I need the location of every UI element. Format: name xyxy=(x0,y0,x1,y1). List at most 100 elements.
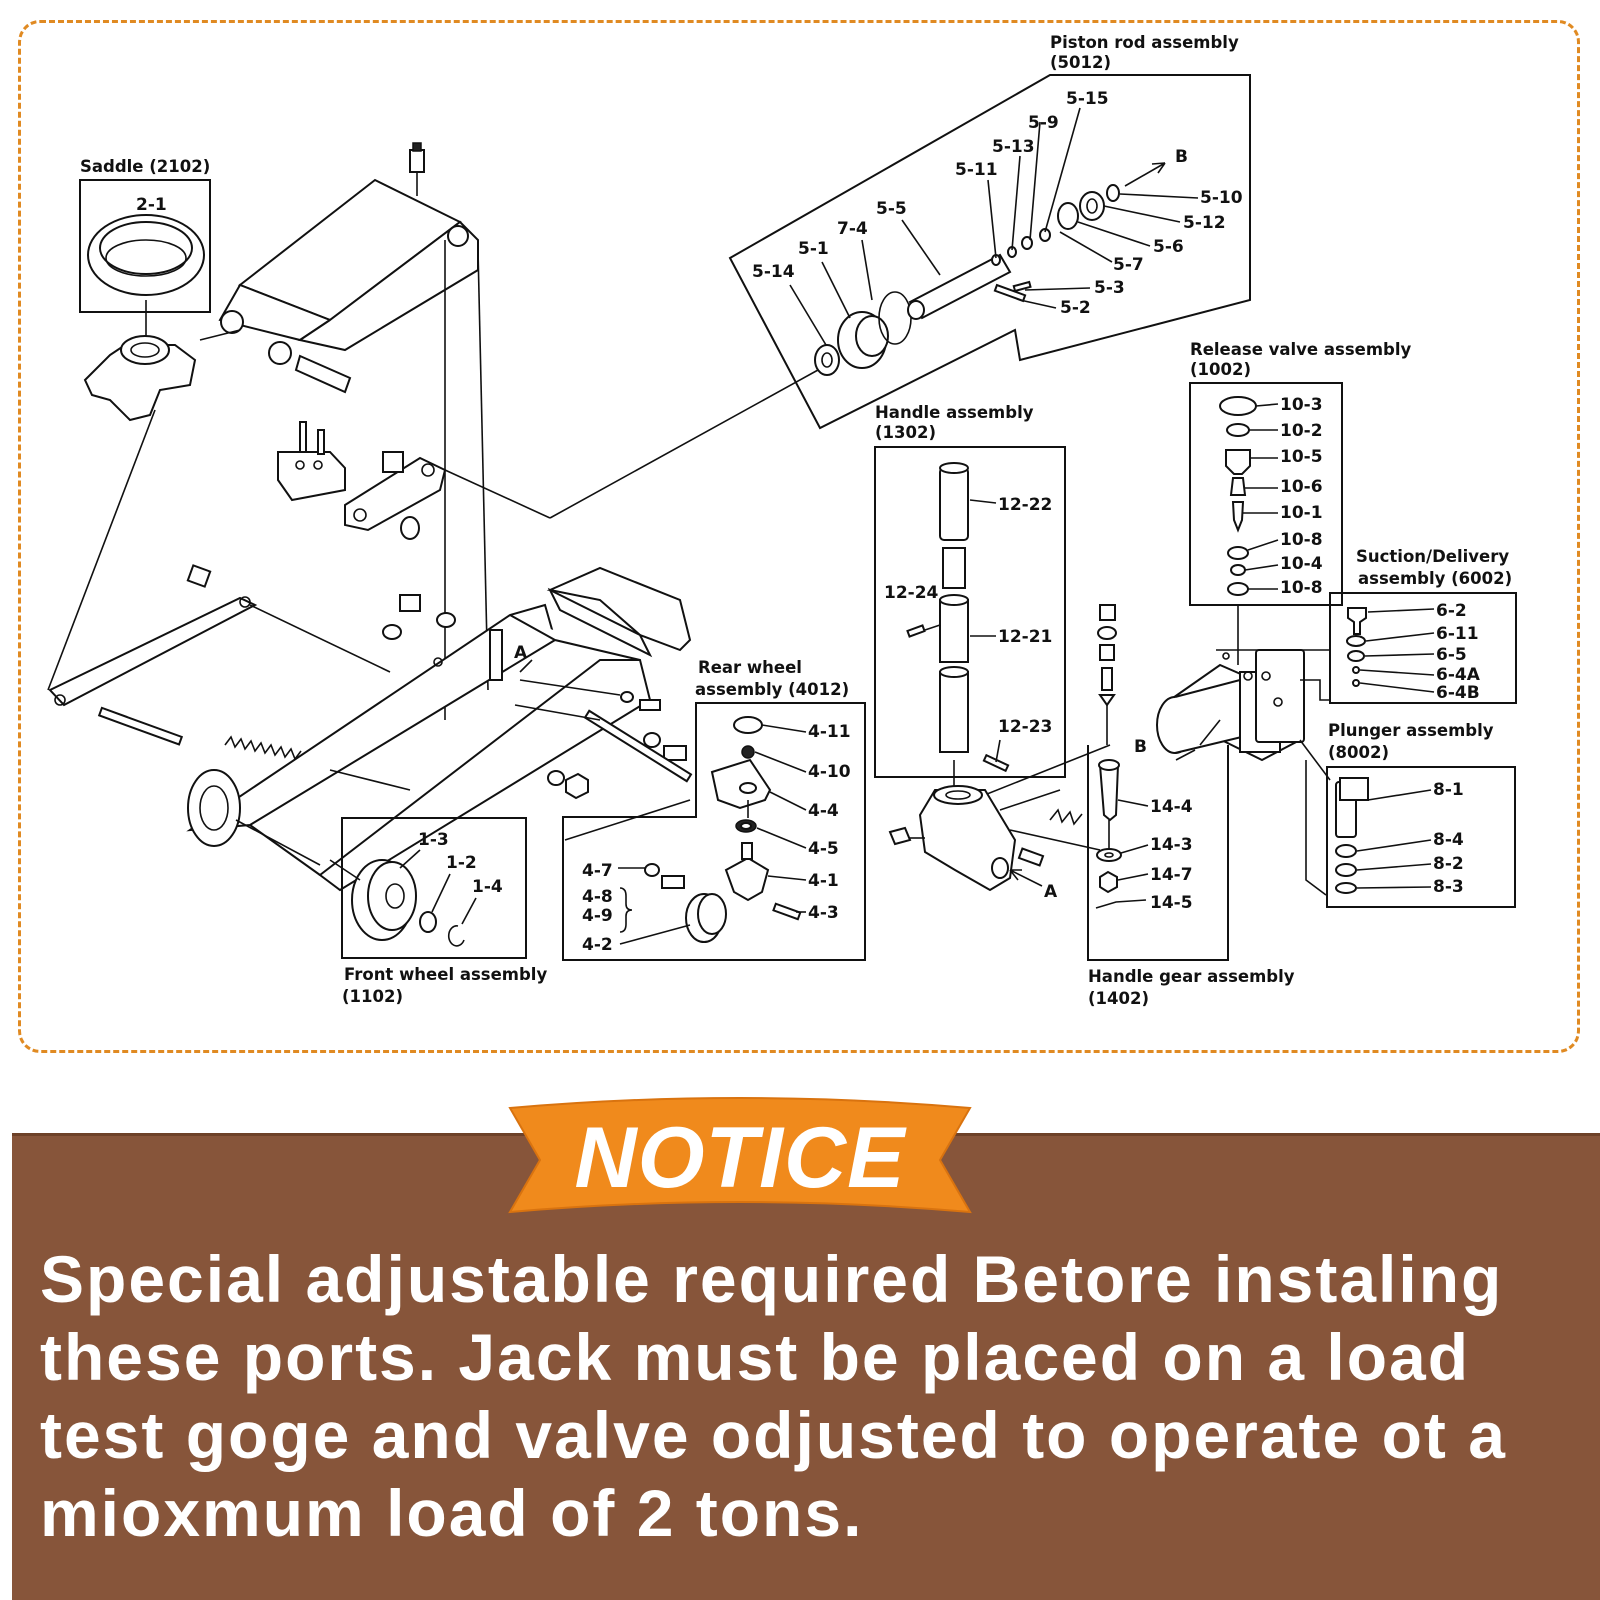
release-title-line1: Release valve assembly xyxy=(1190,340,1411,359)
front-title-line2: (1102) xyxy=(342,987,403,1006)
part-4-8: 4-8 xyxy=(582,887,613,907)
piston-title-line2: (5012) xyxy=(1050,53,1111,72)
notice-message: Special adjustable required Betore insta… xyxy=(40,1242,1507,1550)
part-8-2: 8-2 xyxy=(1433,854,1464,874)
part-5-7: 5-7 xyxy=(1113,255,1144,275)
return-spring xyxy=(224,735,302,761)
part-10-5: 10-5 xyxy=(1280,447,1323,467)
piston-parts xyxy=(814,184,1120,376)
notice-title: NOTICE xyxy=(574,1109,906,1206)
part-6-2: 6-2 xyxy=(1436,601,1467,621)
part-5-1: 5-1 xyxy=(798,239,829,259)
plunger-title-line1: Plunger assembly xyxy=(1328,721,1494,740)
pump-unit xyxy=(1156,649,1305,762)
part-6-4b: 6-4B xyxy=(1436,683,1480,703)
part-10-1: 10-1 xyxy=(1280,503,1323,523)
part-5-6: 5-6 xyxy=(1153,237,1184,257)
plunger-box xyxy=(1326,766,1516,908)
handle-box xyxy=(874,446,1066,778)
part-14-3: 14-3 xyxy=(1150,835,1193,855)
part-5-11: 5-11 xyxy=(955,160,998,180)
part-8-3: 8-3 xyxy=(1433,877,1464,897)
frame-bolts xyxy=(382,594,693,800)
rear-title-line1: Rear wheel xyxy=(698,658,802,677)
part-14-7: 14-7 xyxy=(1150,865,1193,885)
marker-a-frame: A xyxy=(514,643,528,663)
plunger-title-line2: (8002) xyxy=(1328,743,1389,762)
handle-parts xyxy=(906,462,1010,773)
part-4-7: 4-7 xyxy=(582,861,613,881)
exploded-parts-diagram: Saddle (2102) 2-1 xyxy=(47,33,1517,1008)
part-1-3: 1-3 xyxy=(418,830,449,850)
part-10-4: 10-4 xyxy=(1280,554,1323,574)
part-12-21: 12-21 xyxy=(998,627,1052,647)
handle-gear-parts xyxy=(1095,759,1147,909)
part-1-4: 1-4 xyxy=(472,877,503,897)
front-wheel-box xyxy=(341,817,527,959)
part-12-22: 12-22 xyxy=(998,495,1052,515)
part-5-9: 5-9 xyxy=(1028,113,1059,133)
part-12-24: 12-24 xyxy=(884,583,939,603)
grease-fitting xyxy=(409,142,425,196)
part-12-23: 12-23 xyxy=(998,717,1052,737)
part-5-2: 5-2 xyxy=(1060,298,1091,318)
saddle-box xyxy=(79,179,211,313)
handle-title-line2: (1302) xyxy=(875,423,936,442)
part-8-1: 8-1 xyxy=(1433,780,1464,800)
part-5-15: 5-15 xyxy=(1066,89,1109,109)
marker-b-top: B xyxy=(1175,147,1188,167)
plunger-parts xyxy=(1335,777,1369,894)
part-4-2: 4-2 xyxy=(582,935,613,955)
part-4-11: 4-11 xyxy=(808,722,851,742)
diagram-frame xyxy=(18,20,1580,1053)
part-10-8a: 10-8 xyxy=(1280,530,1323,550)
piston-title-line1: Piston rod assembly xyxy=(1050,33,1239,52)
part-6-4a: 6-4A xyxy=(1436,665,1481,685)
part-4-9: 4-9 xyxy=(582,906,613,926)
gear-title-line1: Handle gear assembly xyxy=(1088,967,1295,986)
part-4-4: 4-4 xyxy=(808,801,839,821)
part-8-4: 8-4 xyxy=(1433,830,1464,850)
part-10-8b: 10-8 xyxy=(1280,578,1323,598)
part-4-3: 4-3 xyxy=(808,903,839,923)
part-5-10: 5-10 xyxy=(1200,188,1243,208)
lift-arm-plate xyxy=(218,178,479,394)
link-bracket xyxy=(277,421,447,540)
suction-title-line2: assembly (6002) xyxy=(1358,569,1512,588)
marker-b-gear: B xyxy=(1134,737,1147,757)
notice-ribbon xyxy=(508,1097,972,1214)
part-4-10: 4-10 xyxy=(808,762,851,782)
front-wheel-parts xyxy=(351,859,465,947)
part-5-12: 5-12 xyxy=(1183,213,1226,233)
notice-band xyxy=(12,1133,1600,1600)
rear-wheel-parts xyxy=(644,716,802,943)
saddle-base xyxy=(83,335,197,422)
suction-title-line1: Suction/Delivery xyxy=(1356,547,1509,566)
piston-box xyxy=(728,74,1251,430)
part-4-5: 4-5 xyxy=(808,839,839,859)
release-box xyxy=(1189,382,1343,606)
part-6-5: 6-5 xyxy=(1436,645,1467,665)
part-5-3: 5-3 xyxy=(1094,278,1125,298)
suction-parts xyxy=(1346,607,1367,687)
handle-title-line1: Handle assembly xyxy=(875,403,1034,422)
rear-wheel-box xyxy=(562,702,866,961)
marker-a-socket: A xyxy=(1044,882,1058,902)
part-4-1: 4-1 xyxy=(808,871,839,891)
axle-rod xyxy=(48,564,258,746)
part-5-5: 5-5 xyxy=(876,199,907,219)
handle-gear-box xyxy=(1087,745,1229,961)
release-valve-parts xyxy=(1219,396,1257,596)
part-14-5: 14-5 xyxy=(1150,893,1193,913)
saddle-assembly-title: Saddle (2102) xyxy=(80,157,210,176)
jack-frame xyxy=(186,603,652,892)
part-10-3: 10-3 xyxy=(1280,395,1323,415)
part-7-4: 7-4 xyxy=(837,219,868,239)
release-title-line2: (1002) xyxy=(1190,360,1251,379)
part-1-2: 1-2 xyxy=(446,853,477,873)
valve-fittings xyxy=(1097,604,1117,707)
part-10-2: 10-2 xyxy=(1280,421,1323,441)
saddle-part xyxy=(87,214,205,296)
part-2-1: 2-1 xyxy=(136,195,167,215)
part-5-14: 5-14 xyxy=(752,262,795,282)
